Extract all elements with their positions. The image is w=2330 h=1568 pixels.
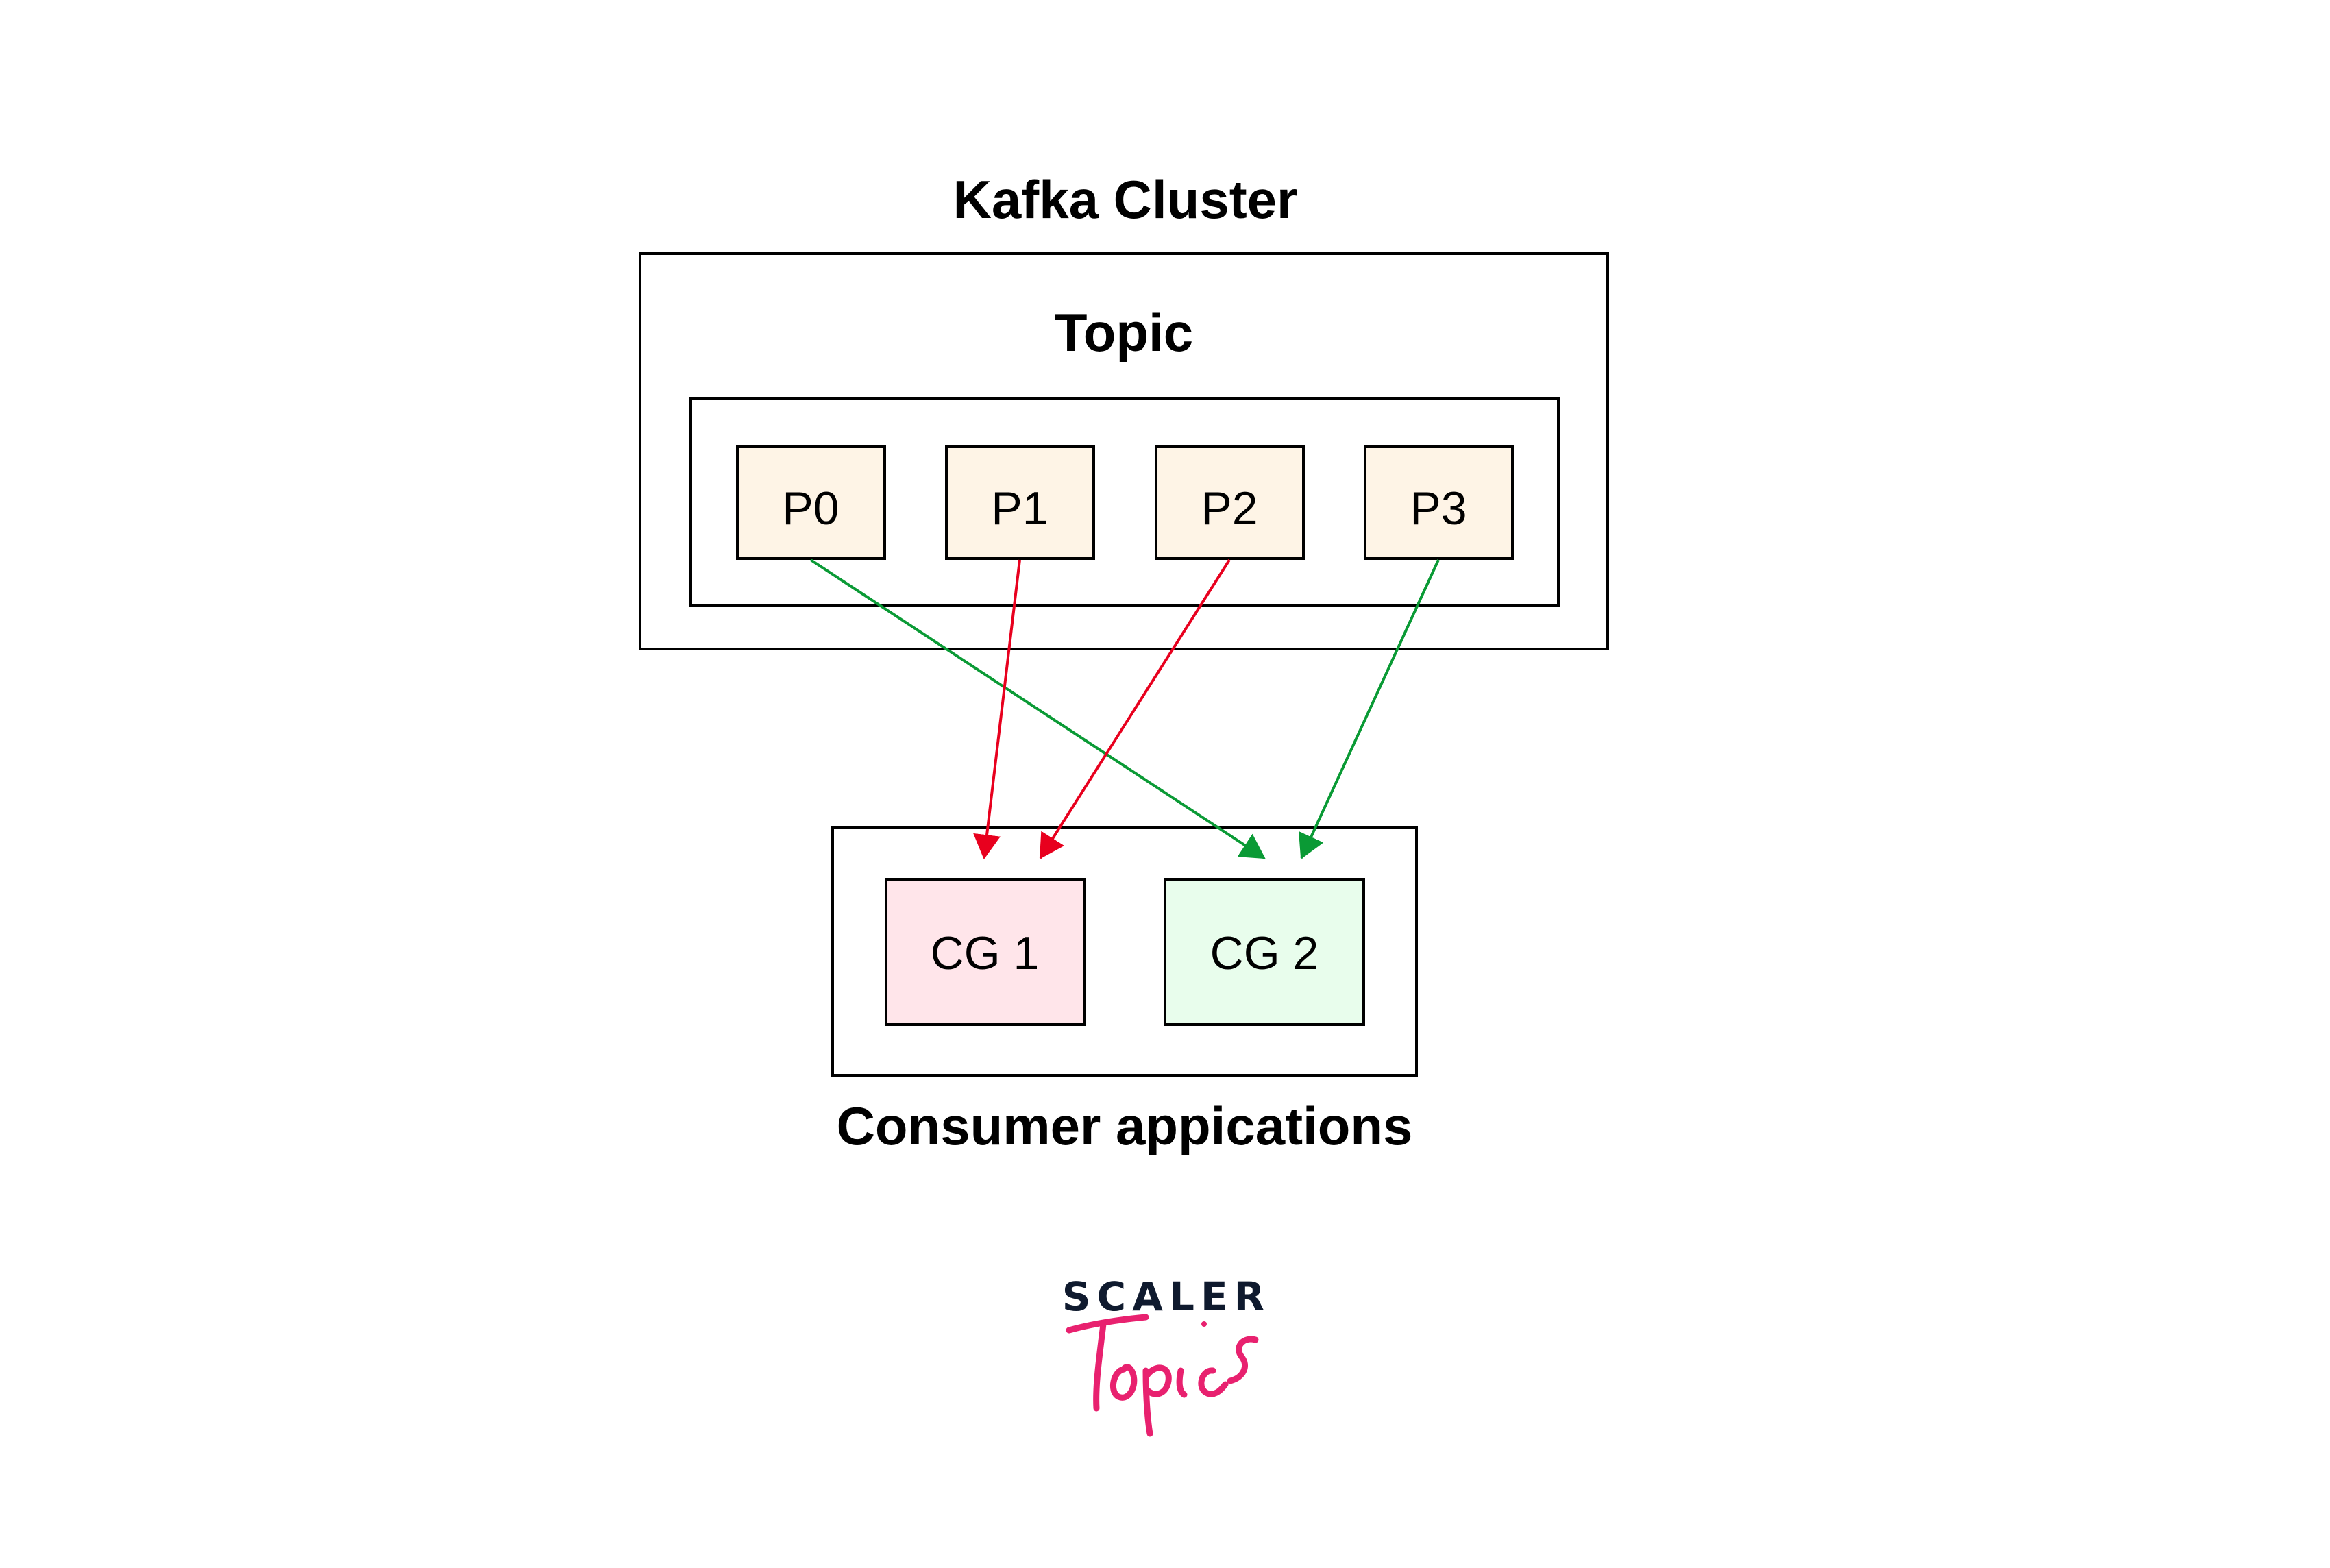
partition-box — [1155, 445, 1305, 560]
partition-box — [736, 445, 886, 560]
logo-topics-script — [1066, 1314, 1259, 1437]
partition-p1: P1 — [945, 445, 1095, 560]
consumer-group-box — [885, 878, 1086, 1026]
consumer-applications-box — [831, 826, 1418, 1077]
partition-label: P1 — [991, 482, 1048, 535]
cluster-title: Kafka Cluster — [953, 169, 1298, 230]
edge-p1-to-cg1 — [973, 559, 1021, 859]
partition-label: P2 — [1201, 482, 1258, 535]
logo-brand-text: SCALER — [1062, 1273, 1271, 1320]
partition-box — [1364, 445, 1514, 560]
topic-title: Topic — [1055, 302, 1193, 363]
consumer-group-label: CG 2 — [1210, 927, 1319, 979]
partition-p3: P3 — [1364, 445, 1514, 560]
consumer-group-2: CG 2 — [1164, 878, 1365, 1026]
edges — [809, 559, 1440, 859]
edge-p3-to-cg2 — [1299, 559, 1440, 859]
partition-p2: P2 — [1155, 445, 1305, 560]
consumer-group-box — [1164, 878, 1365, 1026]
partition-box — [945, 445, 1095, 560]
consumer-group-label: CG 1 — [931, 927, 1040, 979]
edge-p2-to-cg1 — [1039, 559, 1231, 859]
topic-box — [689, 397, 1560, 607]
edge-p0-to-cg2 — [809, 559, 1266, 859]
consumer-applications-title: Consumer appications — [837, 1096, 1413, 1156]
kafka-cluster-box — [639, 252, 1609, 650]
partition-label: P0 — [782, 482, 839, 535]
partition-label: P3 — [1410, 482, 1467, 535]
partition-p0: P0 — [736, 445, 886, 560]
consumer-group-1: CG 1 — [885, 878, 1086, 1026]
scaler-topics-logo: SCALER — [1062, 1273, 1271, 1437]
